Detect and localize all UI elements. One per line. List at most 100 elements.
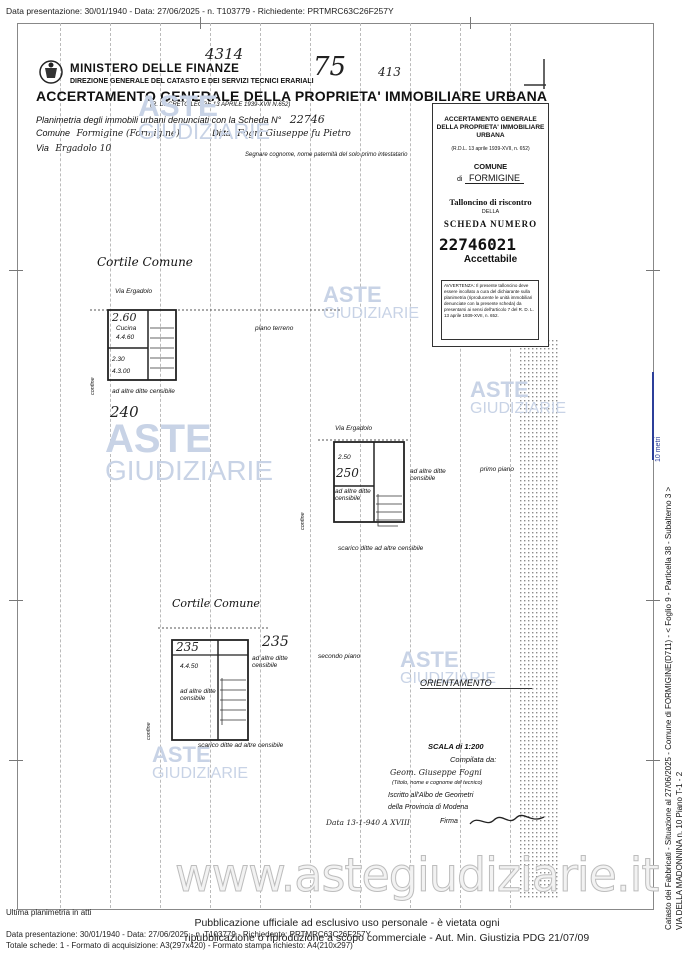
measure-450: 4.4.50	[180, 663, 199, 670]
stub-accettabile: Accettabile	[463, 254, 518, 265]
grid-line	[460, 23, 461, 908]
frame-tick	[200, 17, 201, 29]
orientamento-label: ORIENTAMENTO	[420, 678, 532, 689]
floorplan-ground	[90, 309, 340, 381]
site-watermark: www.astegiudiziarie.it	[174, 848, 659, 903]
altre-ditte-3: ad altre ditte censibile	[180, 688, 216, 702]
hand-number-4314: 4314	[205, 45, 244, 63]
catasto-side-line1: Catasto dei Fabbricati - Situazione al 2…	[664, 486, 673, 930]
height-250: 2.50	[338, 454, 351, 461]
planimetria-label: Planimetria degli immobili urbani denunc…	[36, 115, 282, 125]
frame-tick	[646, 760, 660, 761]
via-label-2: Via Ergadolo	[335, 425, 373, 432]
altre-ditte-3b: ad altre ditte censibile	[252, 655, 288, 669]
grid-line	[110, 23, 111, 908]
floorplan-first	[318, 439, 408, 527]
stub-di: di	[457, 176, 463, 183]
pubblicazione-line2: ripubblicazione o riproduzione a scopo c…	[184, 932, 590, 944]
floorplan-second	[158, 627, 268, 741]
measure-300: 4.3.00	[112, 368, 131, 375]
direzione-title: DIREZIONE GENERALE DEL CATASTO E DEI SER…	[70, 78, 314, 85]
watermark-aste: ASTE GIUDIZIARIE	[400, 647, 497, 687]
firma-label: Firma	[440, 818, 458, 825]
number-235a: 235	[176, 640, 199, 654]
grid-line	[510, 23, 511, 908]
scala-altra-ditta-2: scarico ditte ad altre censibile	[198, 742, 284, 749]
footer-data-line: Data presentazione: 30/01/1940 - Data: 2…	[6, 930, 371, 939]
measure-460: 4.4.60	[116, 334, 135, 341]
side-note-2: confine	[300, 512, 306, 530]
scheda-hand: 22746	[289, 113, 325, 126]
scan-noise	[520, 340, 560, 900]
stub-decreto: (R.D.L. 13 aprile 1939-XVII, n. 652)	[451, 146, 530, 152]
frame-tick	[9, 600, 23, 601]
compilatore-name: Geom. Giuseppe Fogni	[390, 768, 482, 777]
compilata-label: Compilata da:	[450, 755, 497, 764]
stub-comune-line: di FORMIGINE	[433, 173, 548, 184]
via-line: Via Ergadolo 10	[36, 143, 111, 154]
stub-della: DELLA	[481, 209, 500, 215]
height-260: 2.60	[112, 311, 137, 324]
number-240: 240	[110, 403, 139, 421]
frame-tick	[9, 270, 23, 271]
scala-altra-ditta: scarico ditte ad altre censibile	[338, 545, 424, 552]
stub-avvertenza: AVVERTENZA: Il presente talloncino deve …	[441, 280, 539, 340]
corner-mark	[524, 59, 546, 89]
frame-tick	[470, 17, 471, 29]
grid-line	[160, 23, 161, 908]
titolo-tecnico: (Titolo, nome e cognome del tecnico)	[392, 780, 483, 786]
primo-piano-label: primo piano	[480, 466, 514, 473]
number-250: 250	[336, 466, 359, 480]
decreto-line: (R. DECRETO LEGGE 13 APRILE 1939-XVII N.…	[150, 102, 291, 108]
provincia-label: della Provincia di Modena	[388, 804, 469, 811]
watermark-aste: ASTE GIUDIZIARIE	[138, 90, 271, 144]
number-235b: 235	[262, 634, 289, 650]
grid-line	[310, 23, 311, 908]
stub-comune-label: COMUNE	[473, 162, 508, 171]
secondo-piano-label: secondo piano	[318, 653, 361, 660]
watermark-aste: ASTE GIUDIZIARIE	[470, 377, 567, 417]
scala-label: SCALA di 1:200	[428, 742, 484, 751]
stub-comune-value: FORMIGINE	[464, 173, 524, 184]
signature-image	[469, 814, 545, 825]
grid-line	[60, 23, 61, 908]
altre-ditte-2: ad altre ditte censibile	[410, 468, 446, 482]
via-label: Via	[36, 143, 49, 153]
hand-number-75: 75	[313, 52, 347, 82]
ditta-label: Ditta	[212, 128, 231, 138]
grid-line	[210, 23, 211, 908]
scale-bar	[652, 372, 654, 460]
frame-tick	[9, 760, 23, 761]
frame-tick	[646, 600, 660, 601]
piano-terreno-label: piano terreno	[255, 325, 294, 332]
header-info-line: Data presentazione: 30/01/1940 - Data: 2…	[6, 6, 394, 16]
grid-line	[360, 23, 361, 908]
frame-tick	[646, 270, 660, 271]
room-cucina: Cucina	[116, 325, 137, 332]
grid-line	[410, 23, 411, 908]
emblem-icon	[39, 60, 63, 84]
scale-bar-label: 10 metri	[655, 436, 662, 462]
document-sheet	[17, 23, 654, 910]
comune-label: Comune	[36, 128, 71, 138]
height-230: 2.30	[112, 356, 125, 363]
segnare-note: Segnare cognome, nome paternità del solo…	[245, 152, 408, 158]
totale-schede: Totale schede: 1 - Formato di acquisizio…	[6, 941, 353, 950]
cortile-comune-label-2: Cortile Comune	[172, 597, 260, 610]
side-note-1: confine	[90, 377, 96, 395]
via-label-1: Via Ergadolo	[115, 288, 153, 295]
altre-ditte-1: ad altre ditte censibile	[112, 388, 175, 395]
stub-title: ACCERTAMENTO GENERALE DELLA PROPRIETA' I…	[436, 116, 545, 139]
data-firma: Data 13-1-940 A XVIII	[326, 818, 410, 827]
pubblicazione-line1: Pubblicazione ufficiale ad esclusivo uso…	[194, 917, 500, 929]
talloncino-stub: ACCERTAMENTO GENERALE DELLA PROPRIETA' I…	[432, 103, 549, 347]
comune-line: Comune Formigine (Formigine) Ditta Fogni…	[36, 128, 351, 139]
iscritto-albo: Iscritto all'Albo de Geometri	[388, 792, 474, 799]
ditta-hand: Fogni Giuseppe fu Pietro	[237, 129, 351, 139]
watermark-aste: ASTE GIUDIZIARIE	[323, 282, 420, 322]
via-hand: Ergadolo 10	[55, 144, 112, 154]
stub-numero: 22746021	[439, 235, 517, 254]
watermark-aste: ASTE GIUDIZIARIE	[152, 742, 249, 782]
side-note-3: confine	[146, 722, 152, 740]
comune-hand: Formigine (Formigine)	[76, 129, 180, 139]
